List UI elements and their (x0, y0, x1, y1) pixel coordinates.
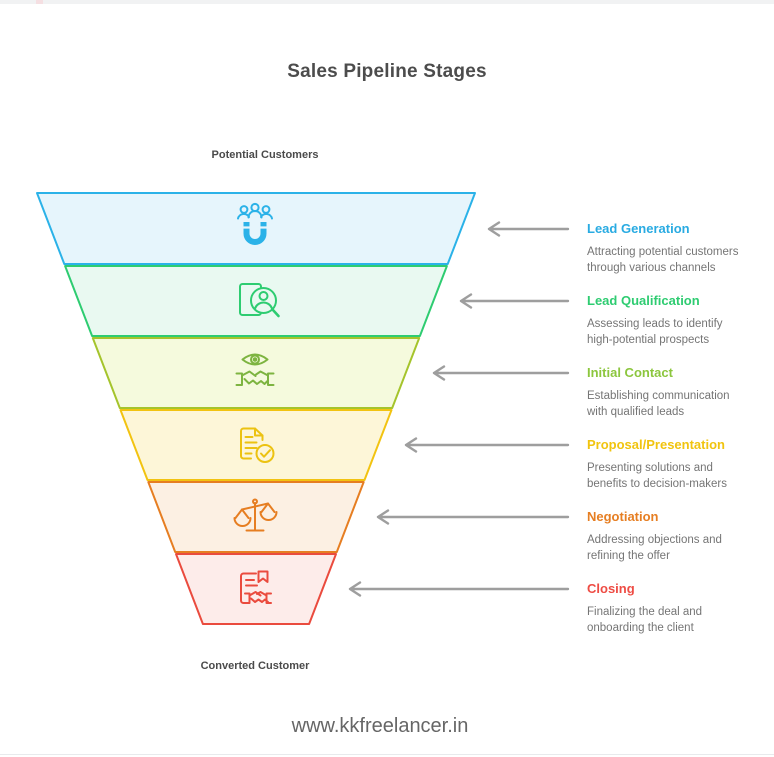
stage-description: Presenting solutions and benefits to dec… (587, 462, 727, 490)
page-title: Sales Pipeline Stages (287, 61, 487, 82)
stage-title: Initial Contact (587, 365, 673, 380)
footer-url: www.kkfreelancer.in (291, 715, 469, 737)
connector-arrow-lead-qualification (459, 293, 570, 309)
stage-label-proposal-presentation: Proposal/Presentation Presenting solutio… (587, 436, 752, 492)
stage-title: Proposal/Presentation (587, 437, 725, 452)
connector-arrow-closing (348, 581, 570, 597)
document-check-icon (240, 427, 275, 463)
connector-arrow-proposal-presentation (404, 437, 570, 453)
funnel-bottom-label: Converted Customer (200, 660, 310, 672)
stage-label-lead-qualification: Lead Qualification Assessing leads to id… (587, 292, 752, 348)
stage-label-closing: Closing Finalizing the deal and onboardi… (587, 580, 752, 636)
funnel-stage-closing (175, 553, 337, 625)
bottom-hairline (0, 754, 774, 755)
funnel-stage-proposal-presentation (119, 409, 393, 481)
balance-scale-icon (233, 498, 278, 532)
top-strip (0, 0, 774, 4)
stage-title: Lead Generation (587, 221, 690, 236)
stage-description: Addressing objections and refining the o… (587, 534, 722, 562)
stage-label-negotiation: Negotiation Addressing objections and re… (587, 508, 752, 564)
funnel-top-label: Potential Customers (211, 149, 319, 161)
stage-title: Negotiation (587, 509, 659, 524)
stage-description: Establishing communication with qualifie… (587, 390, 730, 418)
connector-arrow-negotiation (376, 509, 570, 525)
stage-title: Lead Qualification (587, 293, 700, 308)
stage-title: Closing (587, 581, 635, 596)
contract-handshake-icon (240, 570, 272, 604)
stage-label-lead-generation: Lead Generation Attracting potential cus… (587, 220, 752, 276)
connector-arrow-initial-contact (432, 365, 570, 381)
tab-accent (36, 0, 43, 4)
connector-arrow-lead-generation (487, 221, 570, 237)
stage-description: Attracting potential customers through v… (587, 246, 739, 274)
stage-label-initial-contact: Initial Contact Establishing communicati… (587, 364, 752, 420)
stage-description: Assessing leads to identify high-potenti… (587, 318, 723, 346)
profile-search-icon (239, 283, 280, 318)
magnet-attract-icon (237, 202, 273, 245)
stage-description: Finalizing the deal and onboarding the c… (587, 606, 703, 634)
funnel-stage-initial-contact (91, 337, 421, 409)
funnel-stage-lead-generation (36, 192, 476, 265)
handshake-eye-icon (235, 353, 275, 386)
